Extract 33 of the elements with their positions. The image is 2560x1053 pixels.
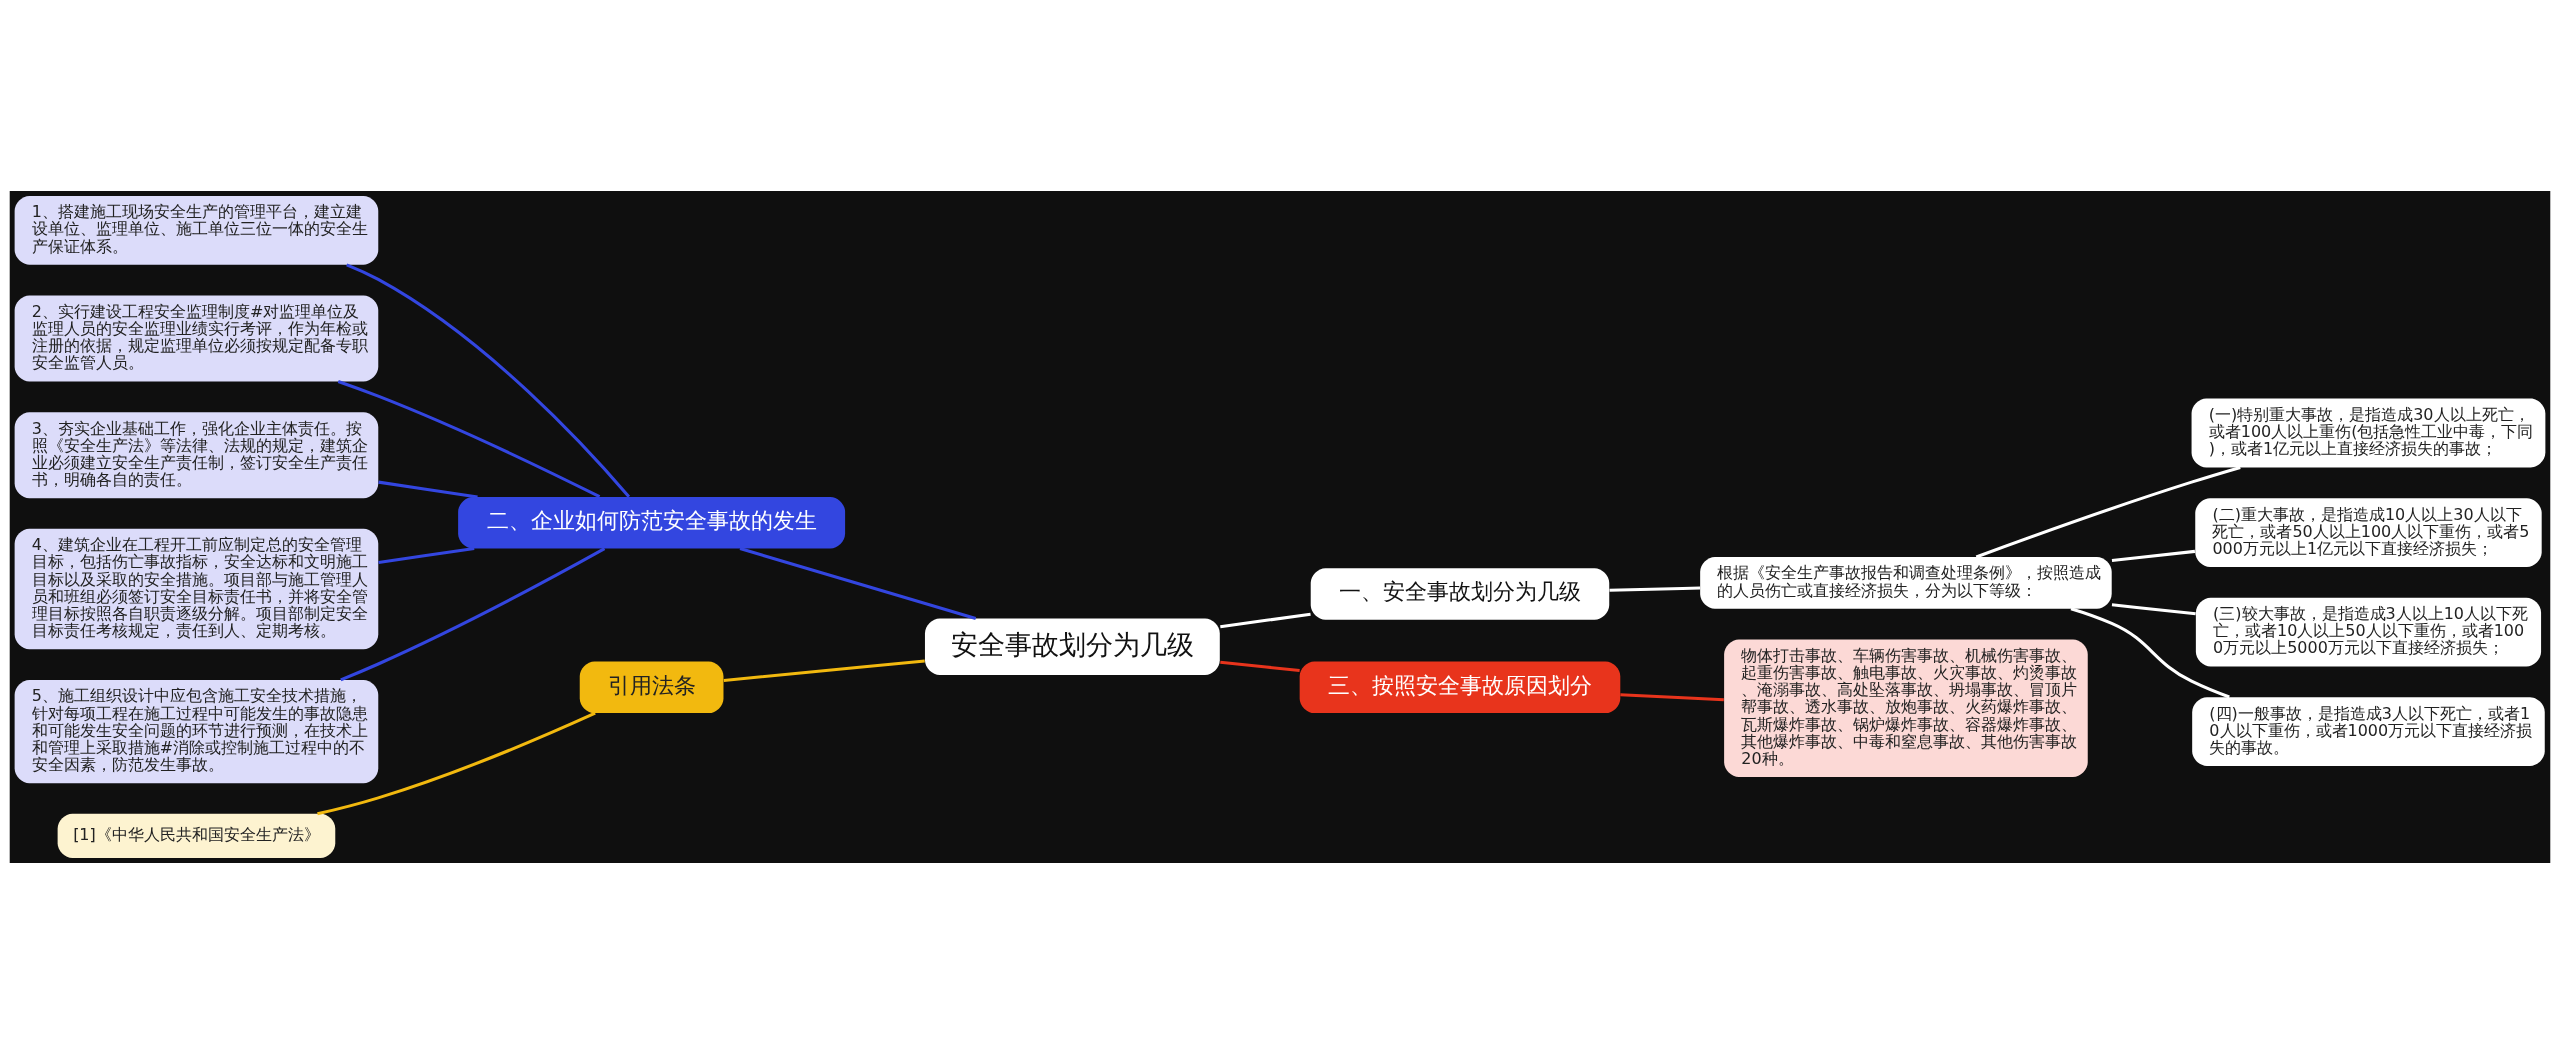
connector [337,379,601,498]
connector [1609,585,1701,592]
connector [340,546,606,681]
node-box: 安全事故划分为几级 [924,618,1220,675]
connector [317,711,596,815]
node-box: 根据《安全生产事故报告和调查处理条例》，按照造成的人员伤亡或直接经济损失，分为以下等级： [1700,556,2112,609]
node-box: 1、搭建施工现场安全生产的管理平台，建立建设单位、监理单位、施工单位三位一体的安全生产保证体系。 [14,195,379,265]
connector [2070,606,2230,698]
node-box: (四)一般事故，是指造成3人以下死亡，或者10人以下重伤，或者1000万元以下直接经济损失的事故。 [2192,696,2545,766]
node-box: (二)重大事故，是指造成10人以上30人以下死亡，或者50人以上100人以下重伤，或者5000万元以上1亿元以下直接经济损失； [2195,497,2542,567]
node-box: 2、实行建设工程安全监理制度#对监理单位及监理人员的安全监理业绩实行考评，作为年检或注册的依据，规定监理单位必须按规定配备专职安全监管人员。 [14,294,379,381]
connector [723,658,925,682]
connector [1620,692,1724,701]
connector [378,480,478,498]
node-box: (一)特别重大事故，是指造成30人以上死亡，或者100人以上重伤(包括急性工业中毒，下同)，或者1亿元以上直接经济损失的事故； [2191,398,2546,467]
connector [1975,465,2241,558]
connector [739,546,977,620]
node-box: 4、建筑企业在工程开工前应制定总的安全管理目标，包括伤亡事故指标，安全达标和文明施工目标以及采取的安全措施。项目部与施工管理人员和班组必须签订安全目标责任书，并将安全管理目标按照各自职责逐级分解。项目部制定安全目标责任考核规定，责任到人、定期考核。 [14,528,379,649]
connector [2111,549,2196,562]
connector [1220,612,1311,628]
node-box: 三、按照安全事故原因划分 [1299,661,1621,713]
connector [378,546,475,564]
node-box: 5、施工组织设计中应包含施工安全技术措施，针对每项工程在施工过程中可能发生的事故隐患和可能发生安全问题的环节进行预测，在技术上和管理上采取措施#消除或控制施工过程中的不安全因素，防范发生事故。 [14,679,379,783]
connector [1220,660,1300,672]
node-box: 引用法条 [579,661,724,713]
node-box: (三)较大事故，是指造成3人以上10人以下死亡，或者10人以上50人以下重伤，或者1000万元以上5000万元以下直接经济损失； [2195,597,2542,666]
node-box: 二、企业如何防范安全事故的发生 [458,496,846,548]
connector [346,262,631,498]
node-box: [1]《中华人民共和国安全生产法》 [57,813,336,858]
connector [2111,602,2196,615]
node-box: 3、夯实企业基础工作，强化企业主体责任。按照《安全生产法》等法律、法规的规定，建筑企业必须建立安全生产责任制，签订安全生产责任书，明确各自的责任。 [14,411,379,498]
node-box: 一、安全事故划分为几级 [1310,567,1610,620]
node-box: 物体打击事故、车辆伤害事故、机械伤害事故、起重伤害事故、触电事故、火灾事故、灼烫事故、淹溺事故、高处坠落事故、坍塌事故、冒顶片帮事故、透水事故、放炮事故、火药爆炸事故、瓦斯爆炸事故、锅炉爆炸事故、容器爆炸事故、其他爆炸事故、中毒和窒息事故、其他伤害事故20种。 [1724,638,2088,777]
